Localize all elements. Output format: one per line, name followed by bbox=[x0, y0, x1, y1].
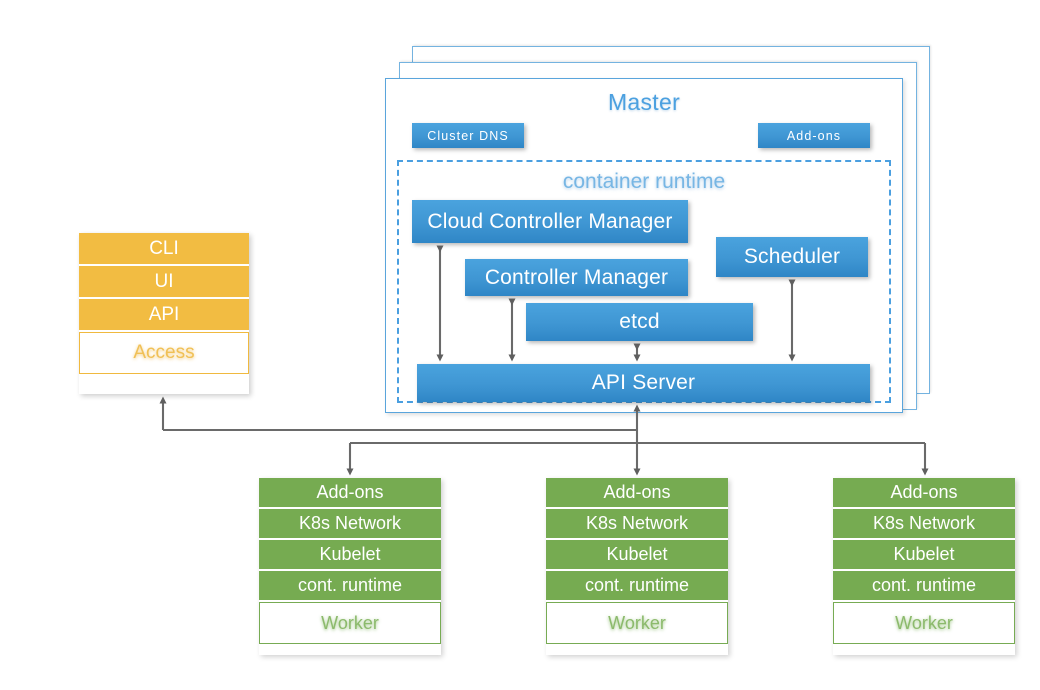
worker-bar-k8s-network[interactable]: K8s Network bbox=[546, 509, 728, 540]
worker-node-2[interactable]: Add-ons K8s Network Kubelet cont. runtim… bbox=[546, 478, 728, 655]
access-bar-ui[interactable]: UI bbox=[79, 266, 249, 299]
access-bar-api[interactable]: API bbox=[79, 299, 249, 332]
access-bar-cli[interactable]: CLI bbox=[79, 233, 249, 266]
worker-footer: Worker bbox=[259, 602, 441, 644]
worker-node-1[interactable]: Add-ons K8s Network Kubelet cont. runtim… bbox=[259, 478, 441, 655]
badge-add-ons[interactable]: Add-ons bbox=[758, 123, 870, 148]
worker-bar-k8s-network[interactable]: K8s Network bbox=[833, 509, 1015, 540]
worker-bar-kubelet[interactable]: Kubelet bbox=[259, 540, 441, 571]
worker-bar-cont-runtime[interactable]: cont. runtime bbox=[259, 571, 441, 602]
worker-node-3[interactable]: Add-ons K8s Network Kubelet cont. runtim… bbox=[833, 478, 1015, 655]
worker-bar-add-ons[interactable]: Add-ons bbox=[833, 478, 1015, 509]
badge-cluster-dns[interactable]: Cluster DNS bbox=[412, 123, 524, 148]
worker-bar-cont-runtime[interactable]: cont. runtime bbox=[546, 571, 728, 602]
access-stack[interactable]: CLI UI API Access bbox=[79, 233, 249, 394]
component-cloud-controller-manager[interactable]: Cloud Controller Manager bbox=[412, 200, 688, 243]
component-controller-manager[interactable]: Controller Manager bbox=[465, 259, 688, 296]
worker-bar-cont-runtime[interactable]: cont. runtime bbox=[833, 571, 1015, 602]
access-footer: Access bbox=[79, 332, 249, 374]
master-title: Master bbox=[607, 89, 681, 115]
worker-bar-kubelet[interactable]: Kubelet bbox=[546, 540, 728, 571]
worker-footer: Worker bbox=[833, 602, 1015, 644]
component-api-server[interactable]: API Server bbox=[417, 364, 870, 402]
component-scheduler[interactable]: Scheduler bbox=[716, 237, 868, 277]
container-runtime-title: container runtime bbox=[562, 170, 726, 193]
container-runtime-region: container runtime bbox=[397, 160, 891, 403]
worker-footer: Worker bbox=[546, 602, 728, 644]
worker-bar-add-ons[interactable]: Add-ons bbox=[259, 478, 441, 509]
worker-bar-add-ons[interactable]: Add-ons bbox=[546, 478, 728, 509]
component-etcd[interactable]: etcd bbox=[526, 303, 753, 341]
worker-bar-k8s-network[interactable]: K8s Network bbox=[259, 509, 441, 540]
worker-bar-kubelet[interactable]: Kubelet bbox=[833, 540, 1015, 571]
